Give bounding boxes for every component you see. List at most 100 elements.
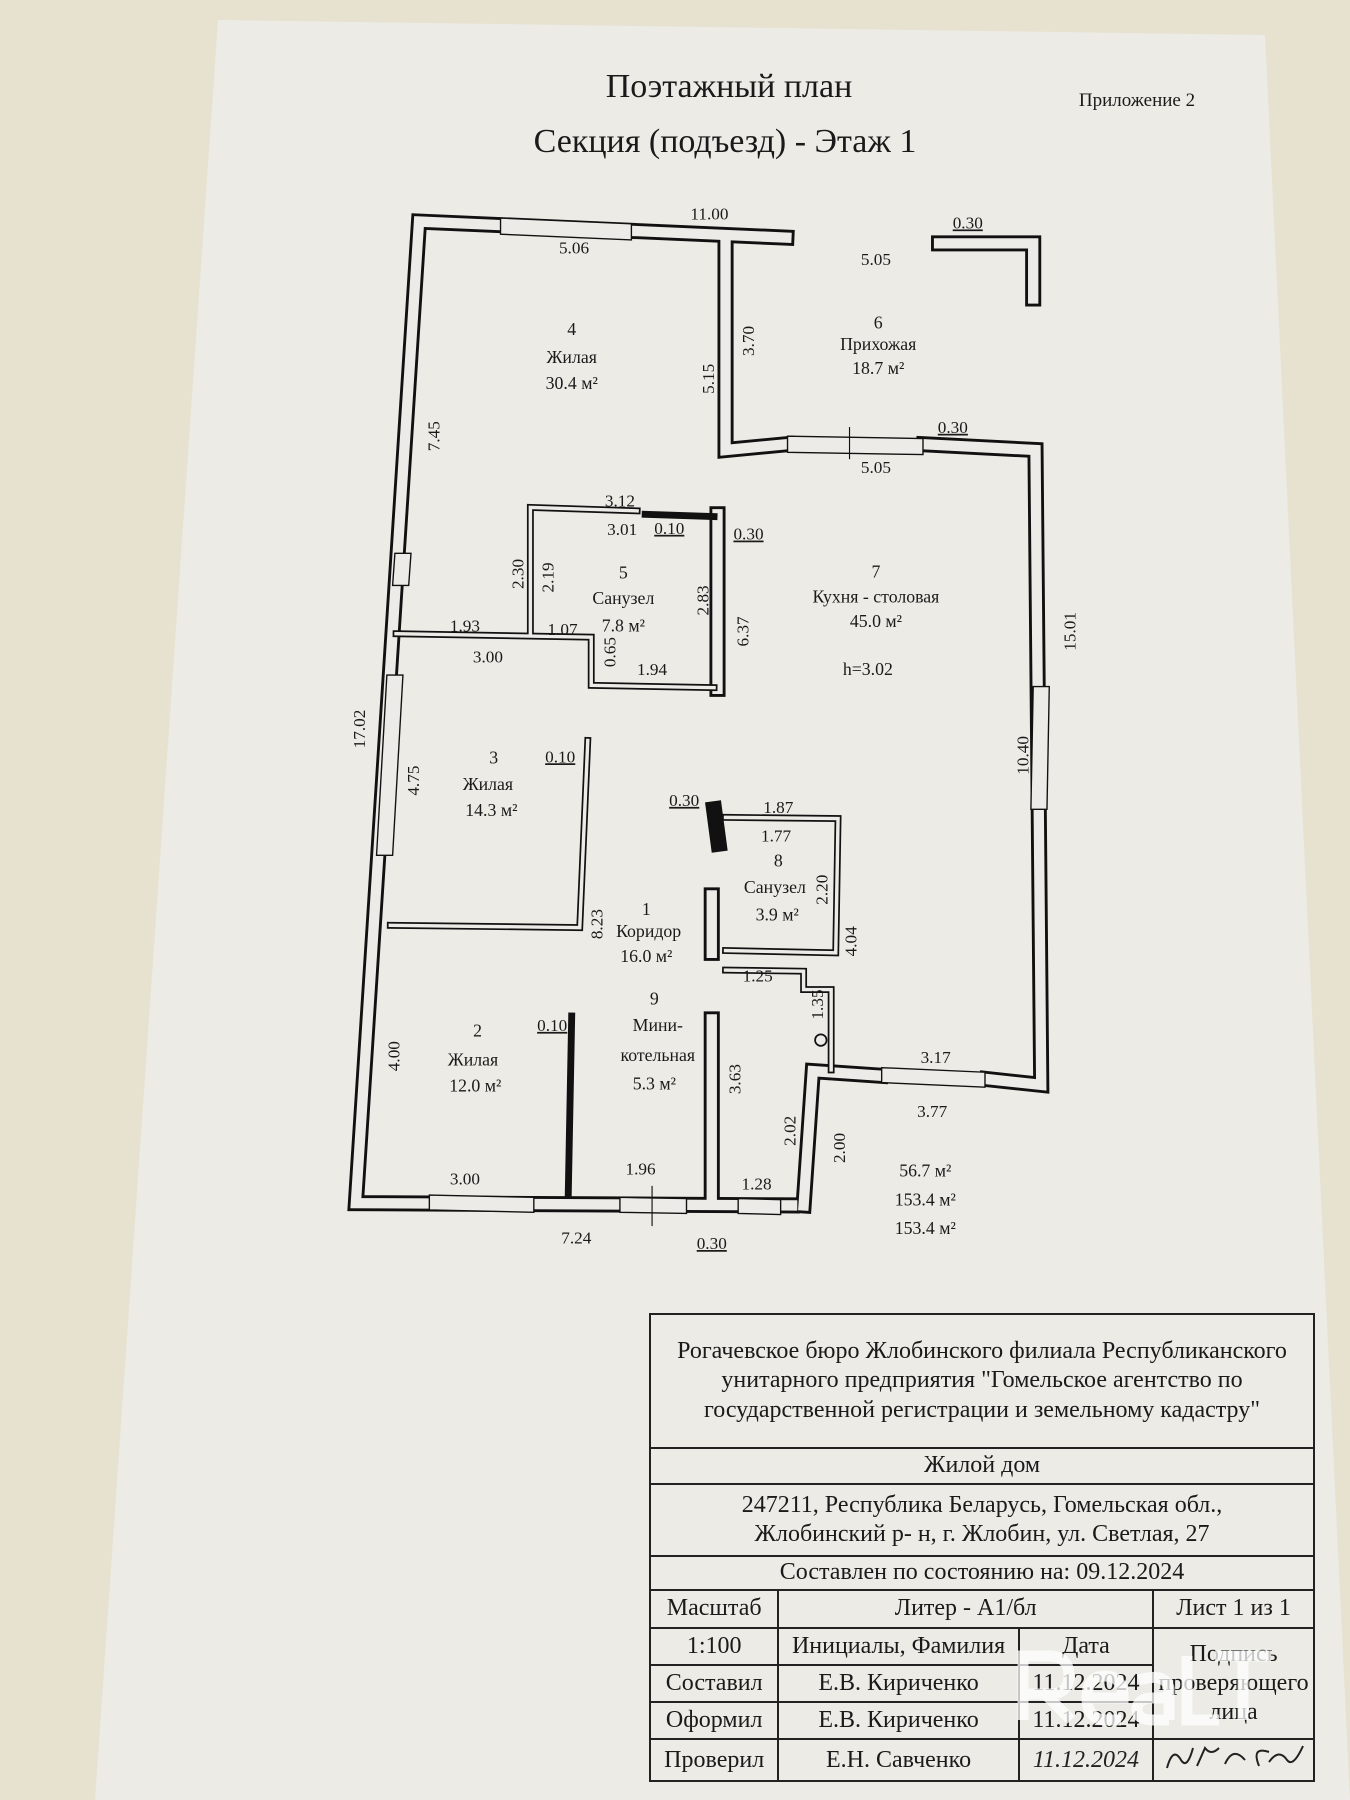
liter: Литер - А1/бл — [777, 1589, 1155, 1629]
svg-text:3.70: 3.70 — [739, 326, 758, 356]
role: Проверил — [648, 1737, 780, 1783]
svg-text:5.05: 5.05 — [861, 458, 891, 477]
window — [499, 217, 633, 241]
date: 11.12.2024 — [1017, 1701, 1155, 1740]
svg-text:16.0 м²: 16.0 м² — [620, 946, 672, 966]
date: 11.12.2024 — [1017, 1664, 1155, 1703]
svg-text:1.96: 1.96 — [626, 1159, 657, 1178]
status-date: Составлен по состоянию на: 09.12.2024 — [649, 1555, 1315, 1591]
svg-text:Мини-: Мини- — [633, 1015, 683, 1035]
svg-text:11.00: 11.00 — [690, 204, 728, 223]
svg-text:1.28: 1.28 — [741, 1174, 771, 1193]
page-title: Поэтажный план — [606, 68, 853, 105]
svg-text:2.02: 2.02 — [781, 1116, 800, 1146]
column-name-header: Инициалы, Фамилия — [777, 1627, 1020, 1666]
date: 11.12.2024 — [1017, 1737, 1155, 1783]
svg-text:12.0 м²: 12.0 м² — [449, 1076, 501, 1096]
svg-text:3.9 м²: 3.9 м² — [756, 905, 799, 925]
svg-text:2.19: 2.19 — [538, 562, 557, 592]
svg-text:Жилая: Жилая — [463, 774, 513, 794]
floor-plan: 4 Жилая 30.4 м² 6 Прихожая 18.7 м² 5 Сан… — [347, 204, 1080, 1253]
svg-text:0.10: 0.10 — [545, 747, 575, 766]
svg-text:7.24: 7.24 — [561, 1228, 592, 1247]
handwritten-signature — [1152, 1737, 1315, 1783]
svg-text:1.93: 1.93 — [450, 616, 480, 635]
svg-text:3.63: 3.63 — [725, 1064, 744, 1094]
svg-text:2.20: 2.20 — [813, 875, 832, 905]
svg-text:Жилая: Жилая — [547, 347, 597, 367]
svg-text:10.40: 10.40 — [1014, 736, 1033, 775]
sheet-number: Лист 1 из 1 — [1152, 1589, 1315, 1629]
dimension-labels: 11.00 5.06 5.05 0.30 3.70 5.15 7.45 0.30… — [350, 204, 1080, 1253]
organization-name: Рогачевское бюро Жлобинского филиала Рес… — [649, 1313, 1315, 1449]
svg-text:5.3 м²: 5.3 м² — [633, 1073, 676, 1093]
svg-text:30.4 м²: 30.4 м² — [546, 373, 598, 393]
svg-text:4: 4 — [567, 319, 576, 339]
signature-header: Подпись проверяющего лица — [1152, 1627, 1315, 1740]
svg-text:0.30: 0.30 — [938, 418, 968, 437]
svg-text:1.94: 1.94 — [637, 660, 668, 679]
room-2: 2 Жилая 12.0 м² — [448, 1021, 502, 1096]
svg-text:6.37: 6.37 — [733, 616, 752, 647]
window — [1030, 685, 1050, 811]
svg-text:1.87: 1.87 — [763, 798, 794, 817]
window — [428, 1194, 535, 1213]
svg-text:8.23: 8.23 — [588, 909, 607, 939]
svg-text:0.30: 0.30 — [953, 213, 983, 232]
svg-text:5.06: 5.06 — [559, 239, 590, 258]
windows — [375, 217, 1050, 1227]
page-subtitle: Секция (подъезд) - Этаж 1 — [534, 123, 917, 160]
svg-text:Прихожая: Прихожая — [840, 334, 916, 354]
window — [737, 1197, 782, 1216]
svg-text:Жилая: Жилая — [448, 1049, 498, 1069]
svg-text:17.02: 17.02 — [350, 710, 369, 749]
svg-text:45.0 м²: 45.0 м² — [850, 611, 902, 631]
object-type: Жилой дом — [649, 1447, 1315, 1485]
svg-text:2: 2 — [473, 1021, 482, 1041]
room-3: 3 Жилая 14.3 м² — [463, 747, 518, 820]
svg-text:5: 5 — [619, 563, 628, 583]
svg-text:3.00: 3.00 — [450, 1170, 480, 1189]
window — [375, 674, 404, 856]
svg-text:0.30: 0.30 — [669, 791, 699, 810]
room-1: 1 Коридор 16.0 м² — [616, 899, 681, 966]
person-name: Е.В. Кириченко — [777, 1701, 1020, 1740]
window — [391, 552, 412, 587]
svg-text:8: 8 — [774, 851, 783, 871]
svg-text:Санузел: Санузел — [592, 588, 654, 608]
svg-text:4.04: 4.04 — [841, 926, 860, 957]
svg-text:3: 3 — [489, 747, 498, 767]
room-9: 9 Мини- котельная 5.3 м² — [620, 989, 695, 1094]
svg-text:5.05: 5.05 — [861, 250, 891, 269]
svg-text:7: 7 — [871, 561, 880, 581]
svg-text:2.30: 2.30 — [508, 559, 527, 589]
address: 247211, Республика Беларусь, Гомельская … — [649, 1483, 1315, 1557]
svg-text:Санузел: Санузел — [744, 877, 806, 897]
svg-text:Кухня - столовая: Кухня - столовая — [812, 587, 939, 607]
boiler-icon — [814, 1033, 828, 1047]
scale-label: Масштаб — [648, 1589, 780, 1629]
svg-text:7.45: 7.45 — [425, 421, 444, 451]
person-name: Е.Н. Савченко — [777, 1737, 1020, 1783]
svg-text:1.07: 1.07 — [547, 620, 578, 639]
svg-text:4.00: 4.00 — [385, 1041, 404, 1071]
svg-text:0.30: 0.30 — [733, 525, 763, 544]
address-line-1: 247211, Республика Беларусь, Гомельская … — [741, 1491, 1223, 1518]
svg-text:0.10: 0.10 — [537, 1016, 567, 1035]
svg-text:1: 1 — [642, 899, 651, 919]
room-6: 6 Прихожая 18.7 м² — [840, 312, 916, 378]
person-name: Е.В. Кириченко — [777, 1664, 1020, 1703]
window — [786, 435, 924, 456]
svg-text:1.25: 1.25 — [743, 967, 773, 986]
entrance-door — [619, 1196, 688, 1215]
role: Оформил — [648, 1701, 780, 1740]
svg-text:3.00: 3.00 — [473, 647, 503, 666]
svg-text:14.3 м²: 14.3 м² — [465, 800, 517, 820]
svg-text:153.4 м²: 153.4 м² — [895, 1218, 956, 1238]
appendix-label: Приложение 2 — [1079, 90, 1195, 111]
room-8: 8 Санузел 3.9 м² — [744, 851, 806, 925]
svg-text:1.35: 1.35 — [808, 989, 827, 1019]
svg-text:3.77: 3.77 — [917, 1102, 948, 1121]
svg-text:6: 6 — [874, 312, 883, 332]
title-block: Рогачевское бюро Жлобинского филиала Рес… — [648, 1313, 1315, 1783]
